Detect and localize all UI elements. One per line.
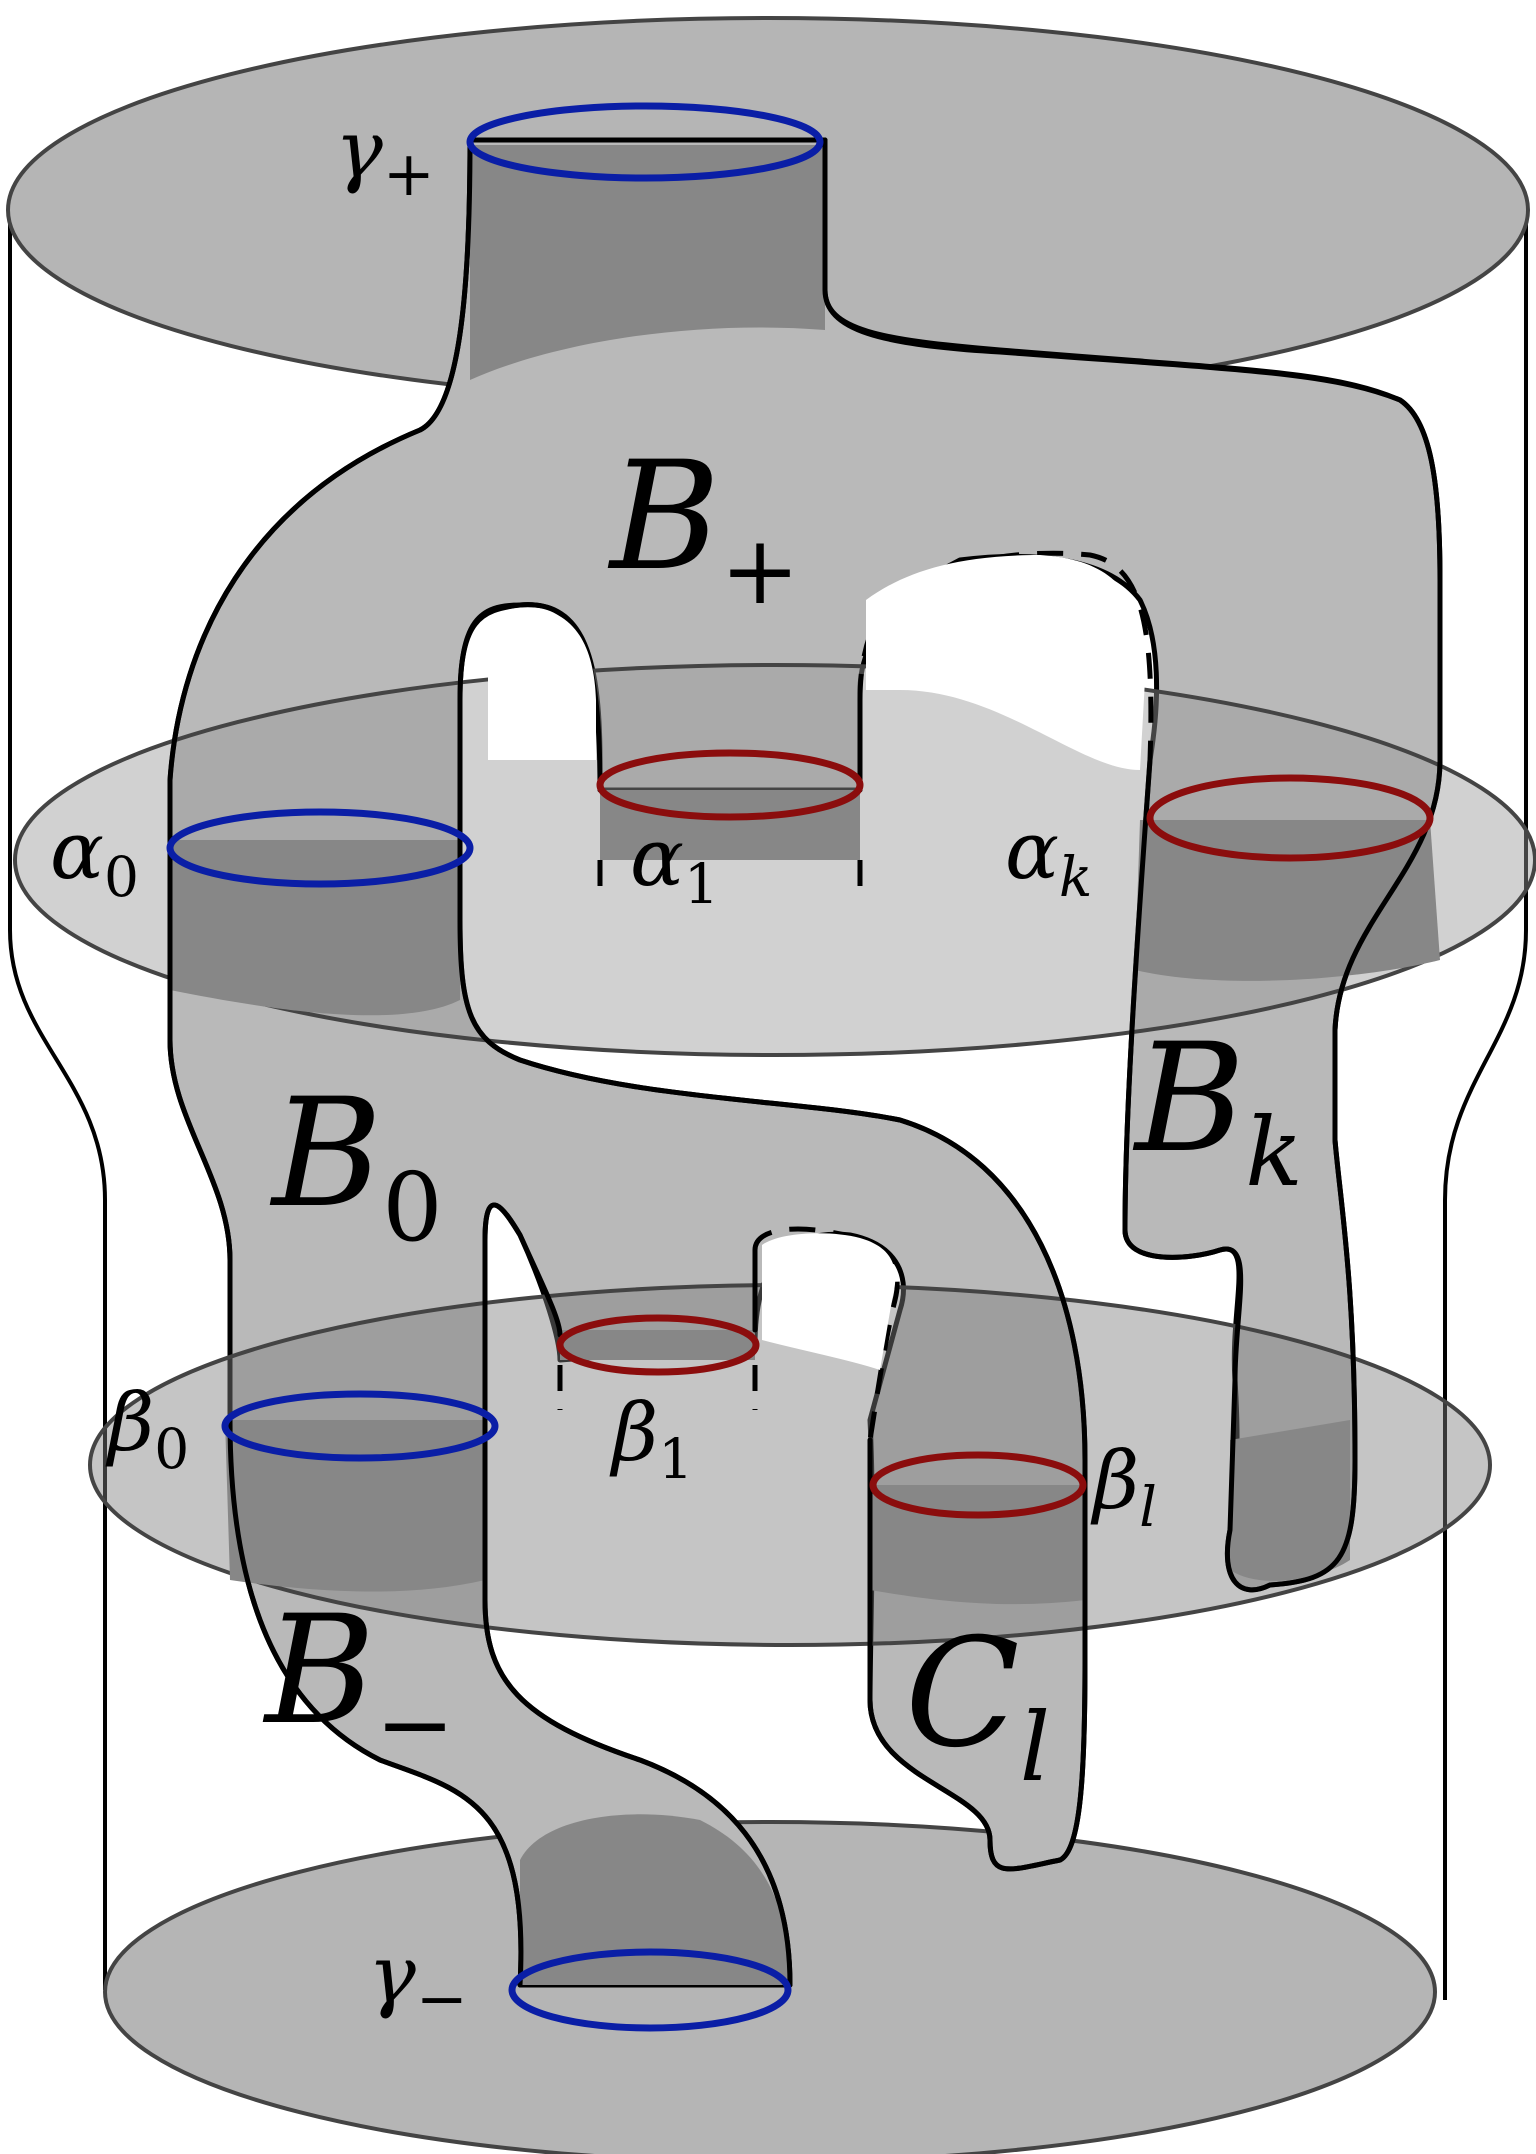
- holes: [488, 555, 1145, 1370]
- label-beta-0: β0: [105, 1376, 189, 1481]
- curve-alpha-k: [1146, 774, 1434, 862]
- label-gamma-minus: γ−: [368, 1928, 468, 2035]
- label-alpha-1: α1: [630, 811, 719, 916]
- bottom-disk: [103, 1820, 1437, 2154]
- label-B-minus: B−: [262, 1584, 455, 1780]
- label-B-plus: B+: [607, 430, 800, 626]
- label-beta-1: β1: [609, 1386, 693, 1491]
- curve-gamma-minus: [508, 1948, 792, 2032]
- label-alpha-k: αk: [1005, 804, 1092, 909]
- curve-alpha-0: [166, 808, 474, 888]
- cylinder-outline: [8, 210, 1528, 2000]
- label-B-k: Bk: [1132, 1012, 1303, 1208]
- curves: [166, 102, 1434, 2032]
- curve-beta-0: [221, 1390, 499, 1462]
- curve-gamma-plus: [466, 102, 824, 182]
- curve-beta-l: [869, 1451, 1087, 1519]
- label-beta-l: βl: [1090, 1434, 1157, 1539]
- label-B-0: B0: [269, 1067, 443, 1263]
- curve-alpha-1: [596, 749, 864, 821]
- surface-outlines: [167, 137, 1443, 1988]
- label-alpha-0: α0: [50, 804, 139, 909]
- labels: γ+ α0 α1 αk β0 β1 βl γ− B+ B0 Bk B− Cl: [50, 103, 1303, 2035]
- curve-beta-1: [556, 1314, 760, 1376]
- label-gamma-plus: γ+: [335, 103, 435, 210]
- label-C-l: Cl: [905, 1607, 1050, 1803]
